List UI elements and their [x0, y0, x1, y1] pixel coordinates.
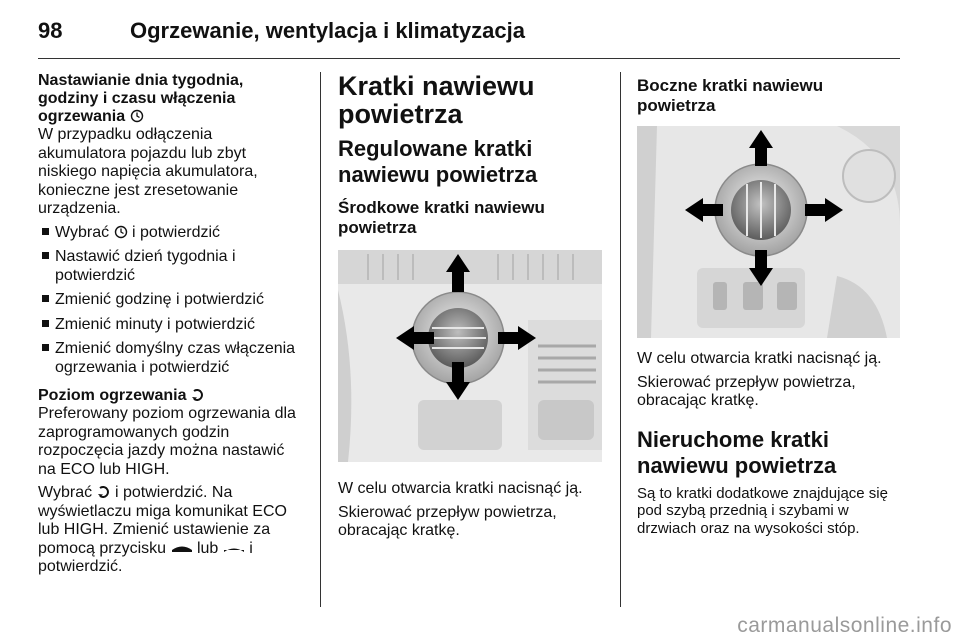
list-item: Zmienić domyślny czas włączenia ogrzewan… [38, 340, 304, 377]
center-air-vent-illustration [338, 250, 602, 462]
section-heading-weekday-time: Nastawianie dnia tygodnia, godziny i cza… [38, 72, 304, 126]
heading-text: Poziom ogrzewania [38, 387, 187, 404]
curved-arrow-icon [191, 389, 203, 401]
paragraph-select-eco: Wybrać i potwierdzić. Na wyświetlaczu mi… [38, 484, 287, 575]
paragraph-direct-center: Skierować przepływ powietrza, obracając … [338, 503, 557, 540]
list-item: Wybrać i potwierdzić [38, 224, 304, 243]
list-item: Zmienić godzinę i potwierdzić [38, 291, 304, 310]
main-title: Kratki nawiewu powietrza [338, 71, 535, 129]
heading-text: Nastawianie dnia tygodnia, godziny i cza… [38, 72, 244, 125]
column-middle: Kratki nawiewu powietrza Regulowane krat… [338, 72, 606, 546]
paragraph-open-center: W celu otwarcia kratki nacisnąć ją. [338, 480, 583, 497]
button-left-icon [171, 546, 192, 552]
clock-icon [114, 225, 127, 238]
column-divider-1 [320, 72, 321, 607]
clock-icon [130, 109, 143, 123]
column-left: Nastawianie dnia tygodnia, godziny i cza… [38, 72, 304, 582]
list-item: Nastawić dzień tygodnia i potwierdzić [38, 248, 304, 285]
page-header: 98 Ogrzewanie, wentylacja i klimatyzacja [38, 18, 900, 48]
header-rule [38, 58, 900, 59]
paragraph-direct-side: Skierować przepływ powietrza, obracając … [637, 373, 856, 410]
page-title: Ogrzewanie, wentylacja i klimatyzacja [130, 18, 525, 43]
column-right: Boczne kratki nawiewu powietrza [637, 72, 905, 537]
instruction-list: Wybrać i potwierdzić Nastawić dzień tygo… [38, 224, 304, 378]
paragraph-fixed-vents: Są to kratki dodatkowe znajdujące się po… [637, 484, 888, 537]
subtitle-adjustable: Regulowane kratki nawiewu powietrza [338, 136, 538, 187]
subtitle-fixed: Nieruchome kratki nawiewu powietrza [637, 426, 837, 478]
page-number: 98 [38, 18, 63, 43]
section-heading-center: Środkowe kratki nawiewu powietrza [338, 198, 545, 237]
list-item: Zmienić minuty i potwierdzić [38, 316, 304, 335]
section-heading-heating-level: Poziom ogrzewania [38, 387, 304, 405]
watermark: carmanualsonline.info [737, 614, 952, 637]
button-right-icon [223, 548, 244, 552]
side-air-vent-illustration [637, 126, 900, 338]
paragraph-heating-level: Preferowany poziom ogrzewania dla zaprog… [38, 405, 296, 478]
paragraph-battery: W przypadku odłączenia akumulatora pojaz… [38, 126, 258, 217]
section-heading-side: Boczne kratki nawiewu powietrza [637, 76, 824, 115]
column-divider-2 [620, 72, 621, 607]
paragraph-open-side: W celu otwarcia kratki nacisnąć ją. [637, 350, 882, 367]
curved-arrow-icon [97, 486, 109, 498]
